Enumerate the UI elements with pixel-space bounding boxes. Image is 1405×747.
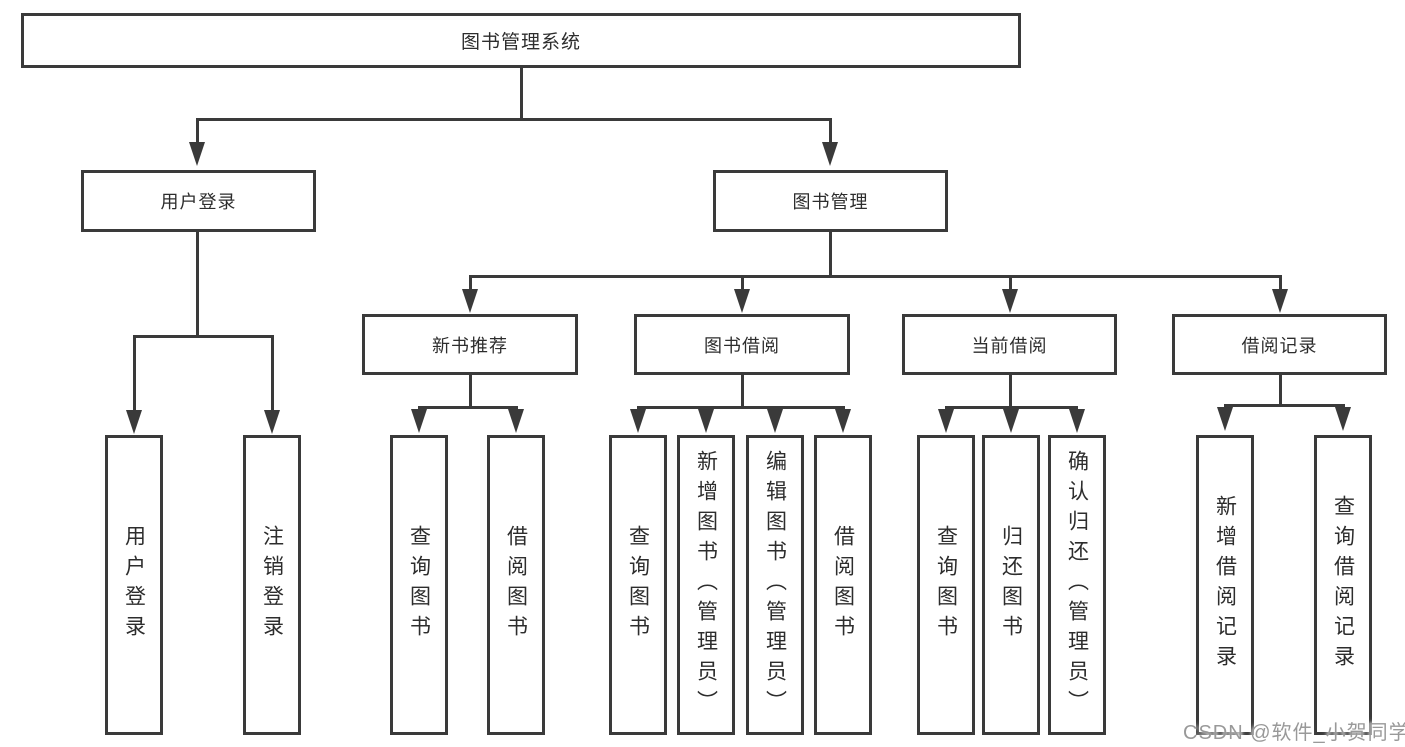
leaf-user-login: 用户登录	[105, 435, 163, 735]
arrow-down-icon	[1069, 409, 1085, 433]
leaf-label: 查询图书	[626, 525, 650, 645]
edge-user-login-drop	[196, 118, 199, 144]
arrow-down-icon	[835, 409, 851, 433]
edge-new-books-hbar	[418, 406, 518, 409]
arrow-down-icon	[189, 142, 205, 166]
edge-new-books-stem	[469, 375, 472, 409]
leaf-query-books-1: 查询图书	[390, 435, 448, 735]
leaf-add-borrow-record: 新增借阅记录	[1196, 435, 1254, 735]
arrow-down-icon	[630, 409, 646, 433]
edge-book-borrow-stem	[741, 375, 744, 409]
edge-drop	[1279, 275, 1282, 291]
arrow-down-icon	[734, 289, 750, 313]
arrow-down-icon	[508, 409, 524, 433]
leaf-label: 新增借阅记录	[1213, 495, 1237, 675]
edge-drop	[469, 275, 472, 291]
node-book-mgmt: 图书管理	[713, 170, 948, 232]
leaf-edit-books-admin: 编辑图书（管理员）	[746, 435, 804, 735]
node-root-label: 图书管理系统	[460, 32, 581, 53]
edge-current-borrow-hbar	[945, 406, 1078, 409]
edge-drop	[1009, 275, 1012, 291]
node-book-borrow: 图书借阅	[634, 314, 850, 375]
edge-book-mgmt-hbar	[469, 275, 1282, 278]
edge-borrow-records-hbar	[1224, 404, 1345, 407]
leaf-label: 编辑图书（管理员）	[763, 450, 787, 720]
arrow-down-icon	[1003, 409, 1019, 433]
arrow-down-icon	[1217, 407, 1233, 431]
node-user-login-label: 用户登录	[160, 192, 237, 212]
leaf-label: 查询图书	[407, 525, 431, 645]
leaf-label: 确认归还（管理员）	[1065, 450, 1089, 720]
node-book-borrow-label: 图书借阅	[704, 335, 780, 356]
leaf-label: 注销登录	[260, 525, 284, 645]
arrow-down-icon	[938, 409, 954, 433]
edge-borrow-records-stem	[1279, 375, 1282, 407]
edge-drop	[741, 275, 744, 291]
node-root: 图书管理系统	[21, 13, 1021, 68]
leaf-confirm-return-admin: 确认归还（管理员）	[1048, 435, 1106, 735]
edge-book-mgmt-stem	[829, 232, 832, 278]
edge-user-login-hbar	[133, 335, 274, 338]
arrow-down-icon	[767, 409, 783, 433]
node-current-borrow-label: 当前借阅	[971, 335, 1048, 356]
edge-root-stem	[520, 68, 523, 120]
edge-drop	[133, 335, 136, 412]
leaf-borrow-books-1: 借阅图书	[487, 435, 545, 735]
node-book-mgmt-label: 图书管理	[792, 192, 869, 212]
arrow-down-icon	[462, 289, 478, 313]
arrow-down-icon	[1272, 289, 1288, 313]
edge-drop	[271, 335, 274, 412]
node-current-borrow: 当前借阅	[902, 314, 1117, 375]
arrow-down-icon	[1002, 289, 1018, 313]
leaf-borrow-books-2: 借阅图书	[814, 435, 872, 735]
node-new-books-label: 新书推荐	[432, 335, 508, 356]
edge-book-mgmt-drop	[829, 118, 832, 144]
leaf-label: 用户登录	[122, 525, 146, 645]
arrow-down-icon	[264, 410, 280, 434]
edge-book-borrow-hbar	[637, 406, 845, 409]
node-borrow-records-label: 借阅记录	[1241, 335, 1318, 356]
leaf-label: 借阅图书	[504, 525, 528, 645]
csdn-watermark: CSDN @软件_小贺同学	[1183, 722, 1405, 744]
arrow-down-icon	[822, 142, 838, 166]
arrow-down-icon	[1335, 407, 1351, 431]
leaf-return-books: 归还图书	[982, 435, 1040, 735]
arrow-down-icon	[698, 409, 714, 433]
leaf-query-borrow-record: 查询借阅记录	[1314, 435, 1372, 735]
node-user-login: 用户登录	[81, 170, 316, 232]
leaf-add-books-admin: 新增图书（管理员）	[677, 435, 735, 735]
leaf-query-books-3: 查询图书	[917, 435, 975, 735]
leaf-label: 新增图书（管理员）	[694, 450, 718, 720]
edge-user-login-stem	[196, 232, 199, 338]
edge-root-hbar	[196, 118, 832, 121]
leaf-query-books-2: 查询图书	[609, 435, 667, 735]
leaf-label: 借阅图书	[831, 525, 855, 645]
leaf-logout: 注销登录	[243, 435, 301, 735]
arrow-down-icon	[411, 409, 427, 433]
arrow-down-icon	[126, 410, 142, 434]
leaf-label: 查询借阅记录	[1331, 495, 1355, 675]
node-new-books: 新书推荐	[362, 314, 578, 375]
edge-current-borrow-stem	[1009, 375, 1012, 409]
leaf-label: 查询图书	[934, 525, 958, 645]
leaf-label: 归还图书	[999, 525, 1023, 645]
node-borrow-records: 借阅记录	[1172, 314, 1387, 375]
